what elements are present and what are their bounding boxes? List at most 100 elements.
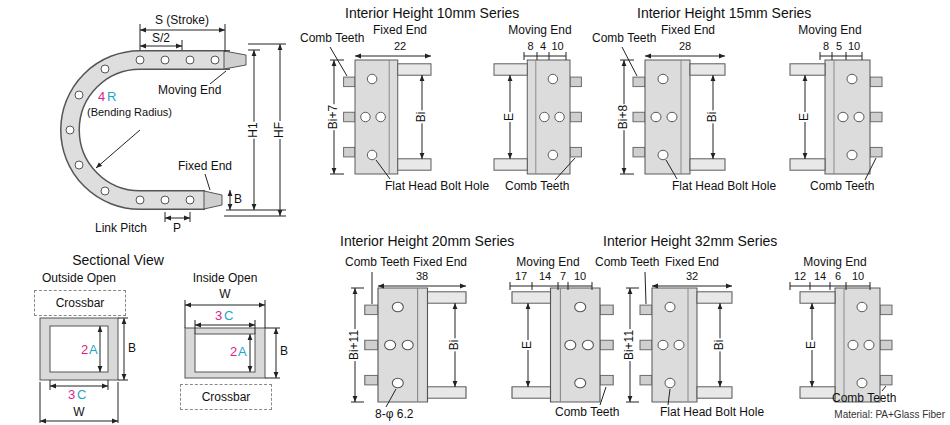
section-inside-open-part [265,378,280,379]
part-label: Fixed End [413,256,467,270]
section-outside-open-part [40,421,118,422]
dimension-label: 10 [551,40,563,53]
dimension-label: 8 [527,40,533,53]
part-label: Fixed End [178,160,232,174]
section-inside-open-part [255,320,256,334]
callout-number: 3 [68,388,75,403]
dimension-label: 14 [814,270,826,283]
dimension-symbol: R [107,90,116,105]
part-label: Flat Head Bolt Hole [672,180,776,194]
bracket-dimensions-part [351,402,364,403]
dimension-label: 5 [836,40,842,53]
dimension-label: 4 [540,40,546,53]
cable-chain-part [66,56,219,204]
dimension-label: Bi [415,111,429,124]
bracket-dimensions-part [386,389,396,407]
dimension-label: E [521,340,535,350]
dimension-label: S (Stroke) [155,14,209,28]
crossbar-label: Crossbar [56,296,105,310]
bracket-dimensions-part [645,56,725,57]
bracket-dimensions-part [524,52,525,60]
bracket-dimensions-part [330,47,347,76]
bracket-dimensions-part [882,386,886,391]
dimension-label: 28 [679,40,691,53]
crossbar-outline: Crossbar [180,384,272,410]
view-label: Outside Open [42,272,116,286]
part-label: Comb Teeth [555,406,619,420]
section-inside-open-part [250,334,251,372]
view-label: Inside Open [193,272,258,286]
cable-chain-part [186,56,194,64]
callout-number: 2 [81,343,88,358]
cable-chain-part [161,56,169,64]
dimension-label: B [234,193,242,207]
bracket-dimensions-part [622,47,637,76]
part-label: Moving End [516,256,579,270]
bracket-dimensions-part [558,282,559,290]
section-inside-open-part [195,325,255,326]
section-title: Sectional View [72,252,164,268]
dimension-label: 14 [539,270,551,283]
bracket-dimensions-part [330,174,344,175]
dimension-label: Bi [448,339,462,352]
part-label: Comb Teeth [810,180,874,194]
dimension-label: 8 [823,40,829,53]
part-label: Fixed End [661,24,715,38]
end-bracket-part [512,288,613,402]
bracket-dimensions-part [668,389,670,405]
bracket-dimensions-part [566,52,567,60]
cable-chain-part [70,60,230,200]
bracket-dimensions-part [620,60,634,61]
bracket-dimensions-part [870,282,871,290]
dimension-label: W [73,406,84,420]
part-label: Moving End [508,24,571,38]
bracket-dimensions-part [555,158,575,180]
dimension-label: Bi+8 [617,104,631,130]
dimension-label: 12 [794,270,806,283]
part-label: Moving End [803,256,866,270]
dimension-symbol: C [77,388,86,403]
part-label: Comb Teeth [832,392,896,406]
part-label: Comb Teeth [592,32,656,46]
section-inside-open-part [185,300,280,378]
bracket-dimensions-part [645,272,646,304]
dimension-symbol: A [238,345,247,360]
part-label: Link Pitch [95,222,147,236]
dimension-label: Bi+11 [623,329,637,361]
section-inside-open-part [185,300,186,328]
section-inside-open [185,300,280,378]
part-label: Moving End [798,24,861,38]
bracket-dimensions-part [568,282,569,290]
crossbar-outline: Crossbar [34,290,126,316]
callout-number: 3 [215,309,222,324]
bracket-dimensions-part [532,282,533,290]
dimension-label: B [280,345,288,359]
section-outside-open [40,318,128,423]
series-title: Interior Height 15mm Series [637,5,811,21]
section-outside-open-part [100,326,101,372]
dimension-label: 10 [574,270,586,283]
bracket-dimensions-part [620,174,634,175]
bracket-dimensions-part [652,286,732,287]
bracket-dimensions-part [820,52,821,60]
series-title: Interior Height 10mm Series [345,5,519,21]
section-inside-open-part [276,328,277,378]
section-outside-open-part [118,382,119,423]
cable-chain-part [101,187,109,195]
bracket-dimensions-part [510,286,592,287]
dimension-label: Bi+7 [327,104,341,130]
section-outside-open-part [40,318,118,380]
dimension-label: 17 [515,270,527,283]
bracket-dimensions-part [626,288,639,289]
section-outside-open-part [50,326,108,372]
dimension-lines [96,24,286,222]
dimension-symbol: A [89,343,98,358]
dimension-label: B [128,342,136,356]
section-outside-open-part [40,318,128,423]
dimension-lines-part [190,212,191,222]
section-inside-open-part [185,305,265,306]
part-label: Flat Head Bolt Hole [385,180,489,194]
bracket-dimensions-part [524,56,566,57]
cable-chain-part [136,56,144,64]
dimension-lines-part [165,218,190,219]
